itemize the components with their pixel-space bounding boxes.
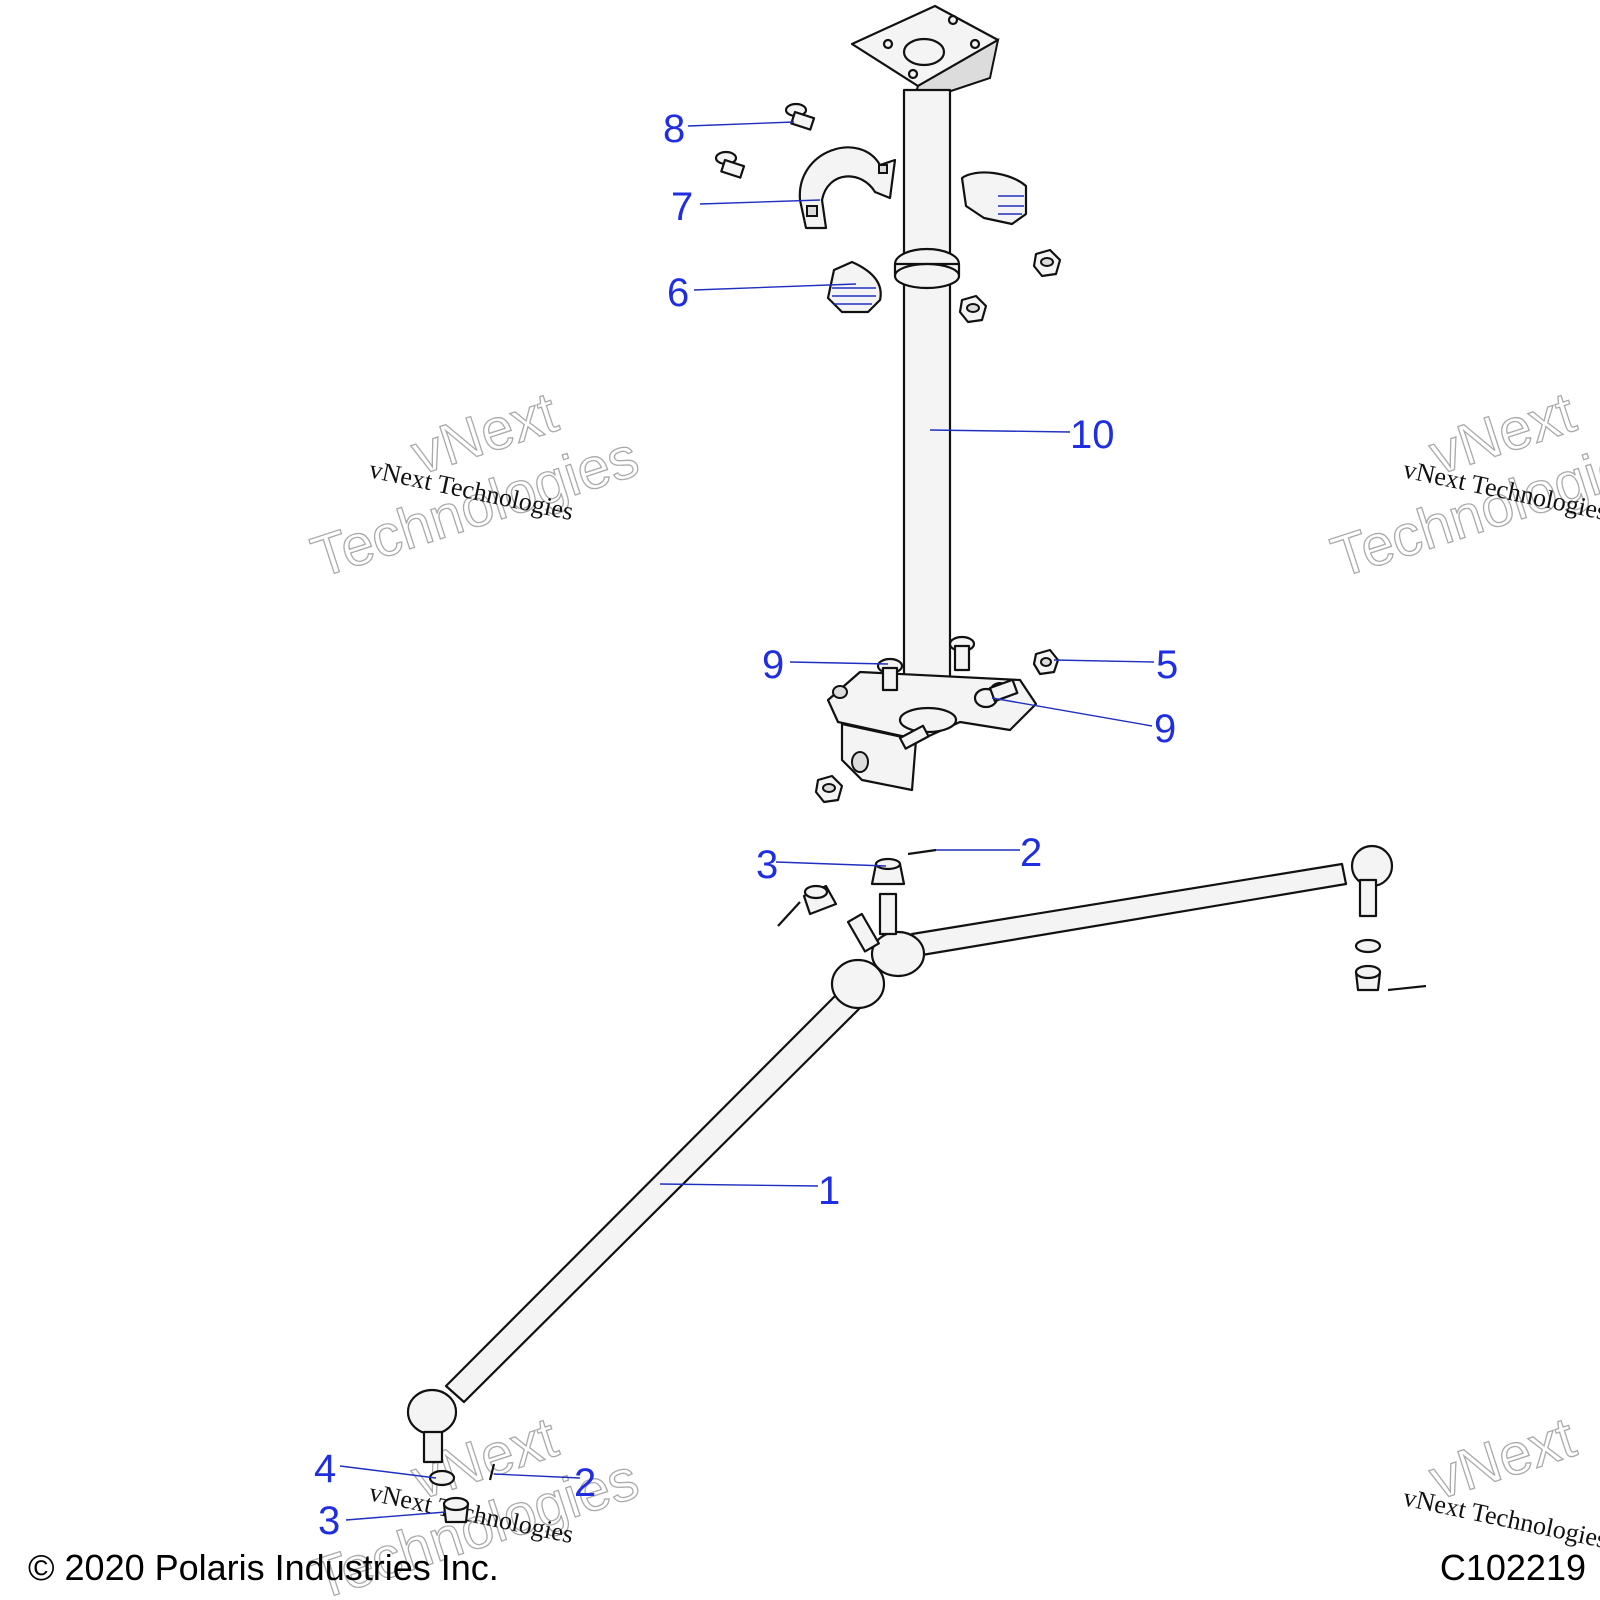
tie-rod-right-shaft — [910, 862, 1348, 958]
bracket-stud — [898, 724, 930, 750]
upper-clamp — [798, 146, 897, 230]
washer-right — [1354, 938, 1382, 954]
callout-9-left: 9 — [762, 643, 784, 687]
tie-rod-left — [406, 958, 886, 1464]
callout-2-top: 2 — [1020, 831, 1042, 875]
plate-bolt-hole — [969, 38, 981, 50]
watermark-left: vNext Technologies vNext Technologies — [303, 379, 646, 591]
callout-4: 4 — [314, 1447, 336, 1491]
plate-bolt-hole — [882, 38, 894, 50]
nut-upper-right — [1032, 248, 1062, 278]
nut-5 — [1032, 648, 1060, 676]
callout-numbers: 8 7 6 10 9 5 9 3 2 1 4 2 3 — [314, 107, 1178, 1543]
tie-rod-right-stud — [1358, 878, 1378, 918]
cotter-pin-2-bottom — [488, 1463, 496, 1481]
castle-nut-3-top — [870, 857, 906, 886]
cotter-pin-right — [1387, 984, 1427, 992]
tie-rod-left-stud — [422, 1430, 444, 1464]
bushing-right — [960, 171, 1028, 226]
callout-leaders — [339, 121, 1155, 1521]
callout-3-bottom: 3 — [318, 1499, 340, 1543]
bushing-right-body — [960, 171, 1028, 226]
watermark-bottom-right: vNext vNext Technologies — [1401, 1404, 1600, 1554]
callout-1: 1 — [818, 1169, 840, 1213]
callout-9-right: 9 — [1154, 707, 1176, 751]
callout-8: 8 — [663, 107, 685, 151]
bolt-9-upper — [948, 635, 976, 672]
copyright-text: © 2020 Polaris Industries Inc. — [28, 1547, 499, 1588]
bolt-8-upper — [784, 102, 816, 131]
tie-rod-left-ball-joint — [406, 1388, 458, 1436]
clamp-slot — [806, 205, 818, 217]
steering-column — [850, 4, 1000, 722]
column-shaft — [902, 88, 952, 722]
center-stud-right — [878, 892, 898, 936]
bushing-left-body — [826, 260, 882, 314]
bracket-hole — [832, 685, 848, 699]
cotter-pin-2-top — [907, 848, 937, 856]
callout-2-bottom: 2 — [574, 1461, 596, 1505]
callout-6: 6 — [667, 271, 689, 315]
nut-bracket-lower — [814, 774, 844, 804]
callout-7: 7 — [671, 185, 693, 229]
tie-rod-left-inner-joint — [830, 958, 886, 1010]
bushing-left — [826, 260, 882, 314]
callout-10: 10 — [1070, 413, 1115, 457]
tie-rod-right-inner-joint — [870, 930, 926, 978]
bolt-8-lower — [714, 150, 746, 179]
nut-mid — [958, 294, 988, 324]
tie-rod-left-shaft — [444, 983, 866, 1404]
clamp-strap — [798, 146, 897, 230]
callout-5: 5 — [1156, 643, 1178, 687]
watermark-right: vNext Technologies vNext Technologies — [1323, 379, 1600, 591]
plate-bolt-hole — [947, 14, 959, 26]
column-collar-lower — [893, 262, 961, 290]
callout-3-top: 3 — [756, 843, 778, 887]
center-studs — [846, 892, 898, 953]
tie-rod-right — [870, 844, 1394, 978]
column-base — [898, 706, 958, 734]
washer-4 — [428, 1469, 456, 1487]
castle-nut-3-bottom — [442, 1496, 470, 1524]
figure-id: C102219 — [1440, 1547, 1586, 1588]
center-stud-left — [846, 912, 880, 953]
cotter-pin-left-top — [777, 901, 801, 927]
bracket-side-hole — [851, 751, 869, 773]
bolt-9-right — [973, 678, 1019, 709]
castle-nut-left-top — [802, 884, 838, 916]
bolt-9-left — [876, 657, 904, 692]
clamp-slot — [878, 164, 888, 174]
castle-nut-right — [1354, 964, 1382, 992]
plate-bolt-hole — [907, 68, 919, 80]
column-top-plate-hole — [902, 37, 946, 67]
